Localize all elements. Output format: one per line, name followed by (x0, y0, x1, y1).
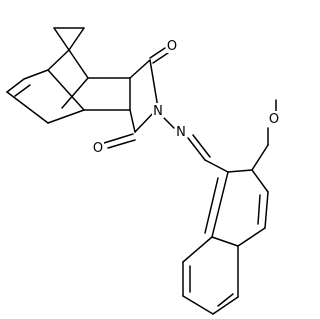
atom-labels: O O N N O (92, 38, 280, 156)
imine-linker (163, 117, 229, 173)
atom-label-carbonyl-oxygen-top: O (167, 39, 177, 54)
atom-label-carbonyl-oxygen-bottom: O (93, 141, 103, 156)
imide-ring (103, 47, 169, 149)
atom-label-imine-nitrogen: N (176, 125, 186, 140)
cyclopropane-ring (53, 27, 85, 51)
atom-label-imide-nitrogen: N (153, 104, 163, 119)
molecule-structure: O O N N O (6, 27, 280, 315)
norbornene-core (6, 49, 131, 124)
atom-label-methoxy-oxygen: O (269, 112, 279, 127)
naphthalene-ring (182, 127, 269, 315)
